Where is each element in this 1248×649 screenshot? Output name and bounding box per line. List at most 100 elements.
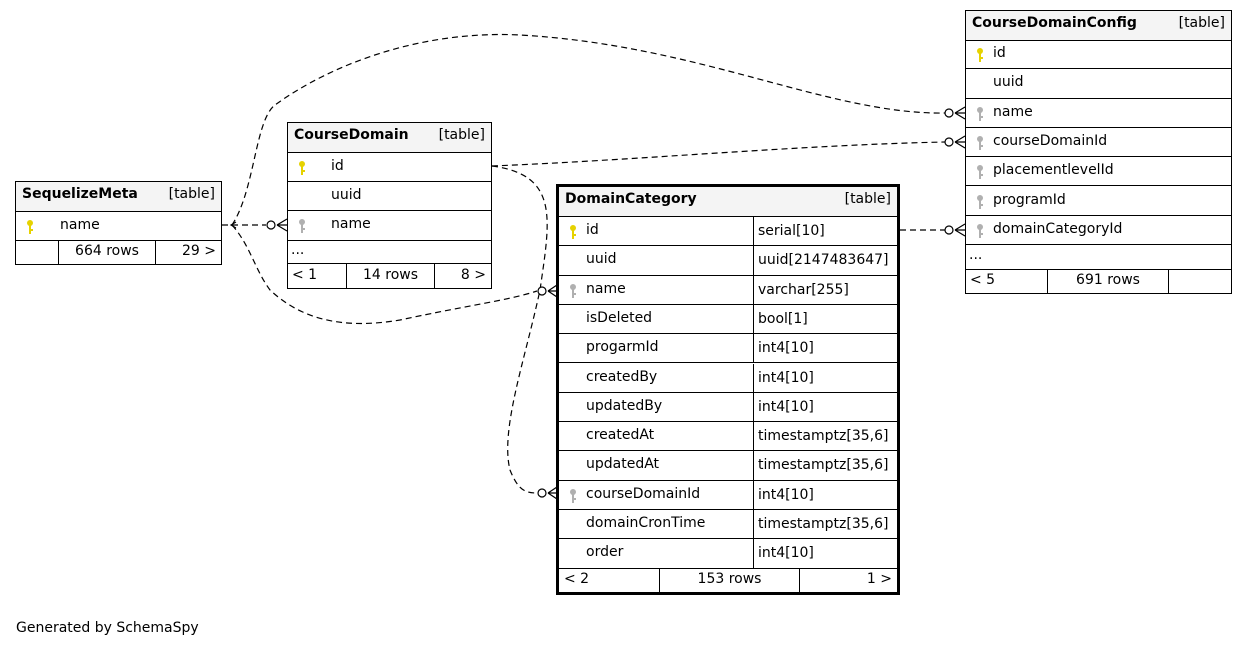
more-columns: ...: [969, 247, 983, 263]
primary-key-icon: [977, 48, 983, 62]
column-name: programId: [993, 191, 1066, 208]
column-type: timestamptz[35,6]: [753, 451, 897, 480]
generated-by-footer: Generated by SchemaSpy: [16, 620, 199, 636]
link-coursedomain-config: [491, 141, 946, 167]
footer-row-count: 14 rows: [346, 264, 434, 288]
column-row: domainCategoryId: [966, 216, 1231, 246]
table-header: SequelizeMeta [table]: [16, 182, 221, 212]
column-name: courseDomainId: [586, 485, 701, 502]
link-coursedomain-category: [491, 165, 548, 494]
index-key-icon: [977, 135, 983, 150]
column-type: serial[10]: [753, 217, 897, 246]
more-columns-row: ...: [966, 245, 1231, 270]
column-name: domainCronTime: [586, 515, 706, 531]
footer-row-count: 664 rows: [58, 240, 155, 264]
column-name: createdBy: [586, 368, 658, 385]
primary-key-icon: [570, 225, 576, 239]
table-coursedomainconfig[interactable]: CourseDomainConfig [table] id uuid name cou…: [965, 10, 1232, 294]
index-key-icon: [299, 219, 305, 233]
column-name: uuid: [993, 74, 1024, 91]
column-row: courseDomainId int4[10]: [559, 480, 897, 510]
column-name: domainCategoryId: [993, 220, 1123, 237]
table-sequelizemeta[interactable]: SequelizeMeta [table] name 664 rows 29 >: [15, 181, 222, 265]
column-name: updatedAt: [586, 456, 660, 473]
column-type: varchar[255]: [753, 275, 897, 304]
table-type: [table]: [168, 186, 215, 202]
column-row: id: [288, 153, 491, 182]
column-name: name: [993, 103, 1033, 120]
table-name: SequelizeMeta: [22, 186, 138, 202]
column-type: int4[10]: [753, 392, 897, 422]
primary-key-icon: [299, 161, 305, 175]
table-name: DomainCategory: [565, 191, 697, 207]
column-row: createdBy int4[10]: [559, 363, 897, 393]
table-type: [table]: [438, 127, 485, 143]
column-row: uuid uuid[2147483647]: [559, 246, 897, 276]
column-row: placementlevelId: [966, 157, 1231, 187]
table-footer: < 5 691 rows: [966, 269, 1231, 293]
column-row: id serial[10]: [559, 217, 897, 247]
column-name: courseDomainId: [993, 132, 1108, 149]
column-name: uuid: [586, 251, 617, 268]
column-row: name: [16, 212, 221, 241]
link-meta-category-name: [231, 224, 538, 325]
table-type: [table]: [844, 191, 891, 207]
table-type: [table]: [1178, 15, 1225, 31]
footer-prev: < 1: [292, 267, 318, 283]
column-row: createdAt timestamptz[35,6]: [559, 422, 897, 452]
index-key-icon: [570, 488, 576, 503]
more-columns-row: ...: [288, 241, 491, 264]
column-type: int4[10]: [753, 363, 897, 392]
primary-key-icon: [27, 220, 33, 234]
column-type: timestamptz[35,6]: [753, 422, 897, 451]
column-row: name varchar[255]: [559, 275, 897, 305]
column-name: id: [586, 222, 599, 238]
column-type: int4[10]: [753, 480, 897, 509]
table-footer: 664 rows 29 >: [16, 240, 221, 264]
index-key-icon: [570, 283, 576, 298]
column-row: updatedBy int4[10]: [559, 392, 897, 423]
table-coursedomain[interactable]: CourseDomain [table] id uuid name ... < …: [287, 122, 492, 289]
footer-row-count: 153 rows: [659, 568, 799, 592]
column-type: timestamptz[35,6]: [753, 510, 897, 539]
table-header: CourseDomain [table]: [288, 123, 491, 153]
column-row: programId: [966, 187, 1231, 216]
column-row: progarmId int4[10]: [559, 334, 897, 364]
table-header: DomainCategory [table]: [559, 187, 897, 217]
footer-next: 29 >: [155, 240, 221, 264]
footer-next: 8 >: [434, 264, 491, 288]
column-name: updatedBy: [586, 397, 663, 414]
column-type: uuid[2147483647]: [753, 246, 897, 275]
column-name: name: [331, 216, 371, 232]
column-name: id: [331, 158, 344, 174]
footer-prev: < 5: [970, 272, 996, 288]
column-row: uuid: [966, 69, 1231, 99]
index-key-icon: [977, 194, 983, 209]
table-name: CourseDomain: [294, 127, 409, 143]
footer-prev: < 2: [564, 571, 590, 587]
column-name: name: [586, 280, 626, 297]
column-name: createdAt: [586, 427, 655, 444]
index-key-icon: [977, 106, 983, 121]
column-row: uuid: [288, 182, 491, 211]
column-name: order: [586, 544, 624, 561]
table-header: CourseDomainConfig [table]: [966, 11, 1231, 41]
column-name: uuid: [331, 187, 362, 203]
table-footer: < 2 153 rows 1 >: [559, 568, 897, 592]
column-row: id: [966, 40, 1231, 70]
column-name: progarmId: [586, 339, 659, 356]
column-row: domainCronTime timestamptz[35,6]: [559, 510, 897, 540]
index-key-icon: [977, 165, 983, 180]
footer-next: 1 >: [799, 568, 897, 592]
column-type: int4[10]: [753, 334, 897, 363]
index-key-icon: [977, 223, 983, 238]
column-type: bool[1]: [753, 304, 897, 334]
table-name: CourseDomainConfig: [972, 15, 1137, 31]
column-name: id: [993, 45, 1006, 61]
footer-row-count: 691 rows: [1047, 269, 1168, 293]
column-row: courseDomainId: [966, 128, 1231, 158]
